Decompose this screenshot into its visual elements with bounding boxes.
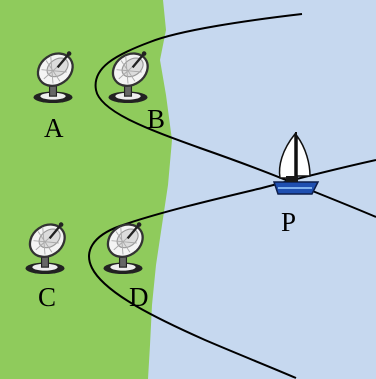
sailboat-icon bbox=[272, 131, 320, 195]
station-label-c: C bbox=[38, 282, 56, 312]
station-label-d: D bbox=[129, 282, 149, 312]
station-label-b: B bbox=[147, 104, 165, 134]
point-label-p: P bbox=[281, 207, 296, 237]
station-label-a: A bbox=[44, 113, 64, 143]
land-region bbox=[0, 0, 172, 379]
